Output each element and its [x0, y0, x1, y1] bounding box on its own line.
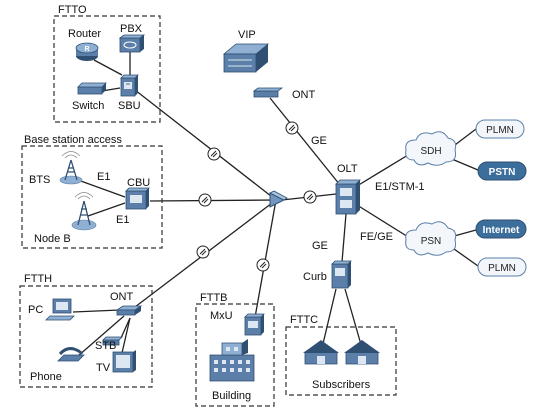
subscribers-label: Subscribers [312, 379, 371, 391]
ftth-title: FTTH [24, 273, 52, 285]
plmn-top-node: PLMN [475, 119, 525, 139]
plmn-top-label: PLMN [486, 125, 514, 136]
link-ont-olt [269, 97, 341, 186]
mxu-icon [244, 313, 265, 336]
stb-label: STB [95, 340, 116, 352]
internet-node: Internet [475, 219, 527, 239]
link-curb-sub2 [344, 288, 363, 349]
optical-connectors [196, 121, 317, 272]
link-bts-cbu [77, 179, 126, 198]
fiber-connector-icon [198, 193, 212, 207]
router-label: Router [68, 28, 101, 40]
node-b-tower-icon [71, 192, 97, 231]
fttb-box [195, 303, 275, 407]
tv-label: TV [96, 362, 111, 374]
phone-label: Phone [30, 371, 62, 383]
cbu-label: CBU [127, 177, 150, 189]
splitter-icon [269, 190, 288, 208]
subscriber-house-icon [303, 340, 339, 365]
link-curb-sub1 [321, 288, 337, 349]
vip-server-rack-icon [222, 43, 270, 73]
pstn-label: PSTN [489, 167, 516, 178]
mxu-label: MxU [210, 310, 233, 322]
psn-label: PSN [421, 236, 442, 247]
link-nodeb-cbu [87, 202, 126, 217]
switch-icon [77, 82, 107, 95]
router-icon: R [75, 42, 99, 61]
e1-upper-label: E1 [97, 171, 110, 183]
sdh-cloud: SDH [405, 131, 457, 166]
fiber-connector-icon [207, 147, 221, 161]
fe-ge-label: FE/GE [360, 231, 393, 243]
link-olt-curb [341, 213, 347, 263]
link-olt-psn [356, 204, 414, 241]
curb-icon [331, 260, 352, 289]
ont-ftth-label: ONT [110, 291, 134, 303]
link-cbu-splitter [149, 199, 277, 202]
group-boxes [19, 15, 397, 407]
ftto-title: FTTO [58, 4, 87, 16]
ont-top-icon [252, 87, 284, 98]
e1-lower-label: E1 [116, 214, 129, 226]
pc-icon [45, 298, 75, 321]
switch-label: Switch [72, 100, 104, 112]
sdh-label: SDH [420, 146, 441, 157]
fttc-box [285, 326, 397, 396]
cbu-icon [125, 187, 150, 210]
pbx-icon [118, 34, 146, 53]
olt-icon [335, 179, 361, 215]
link-sbu-splitter [134, 89, 277, 201]
sbu-label: SBU [118, 100, 141, 112]
fiber-connector-icon [256, 258, 270, 272]
link-ont-tv [121, 317, 131, 354]
psn-cloud: PSN [405, 221, 457, 256]
building-label: Building [212, 390, 251, 402]
internet-label: Internet [483, 225, 520, 236]
node-b-label: Node B [34, 233, 71, 245]
base-station-title: Base station access [24, 134, 122, 146]
subscriber-house-icon [344, 340, 380, 365]
ont-ftth-icon [115, 305, 143, 316]
link-router-sbu [93, 59, 123, 76]
ftth-box [19, 285, 153, 388]
link-olt-sdh [356, 151, 414, 187]
pstn-node: PSTN [477, 161, 527, 181]
ftto-box [53, 15, 161, 123]
ge-vip-label: GE [311, 135, 327, 147]
vip-label: VIP [238, 29, 256, 41]
fttb-title: FTTB [200, 292, 228, 304]
pbx-label: PBX [120, 23, 143, 35]
bts-label: BTS [29, 174, 50, 186]
link-phone-ont [77, 315, 125, 357]
fiber-connector-icon [303, 190, 317, 204]
base-station-box [21, 145, 163, 249]
plmn-bottom-node: PLMN [477, 257, 527, 277]
building-icon [209, 339, 255, 382]
link-pc-ont [72, 309, 121, 313]
e1-stm1-label: E1/STM-1 [375, 181, 425, 193]
olt-label: OLT [337, 163, 358, 175]
ont-top-label: ONT [292, 89, 316, 101]
ge-curb-label: GE [312, 240, 328, 252]
fiber-connector-icon [196, 245, 210, 259]
pc-label: PC [28, 304, 43, 316]
phone-icon [57, 347, 85, 362]
stb-icon [102, 336, 123, 346]
svg-text:R: R [84, 46, 89, 53]
fttc-title: FTTC [290, 314, 318, 326]
sbu-icon [120, 74, 139, 97]
fiber-connector-icon [285, 121, 299, 135]
tv-icon [112, 350, 136, 373]
curb-label: Curb [303, 271, 327, 283]
link-ont-stb [120, 317, 131, 339]
plmn-bottom-label: PLMN [488, 263, 516, 274]
connection-lines [72, 52, 479, 357]
bts-tower-icon [59, 151, 83, 185]
